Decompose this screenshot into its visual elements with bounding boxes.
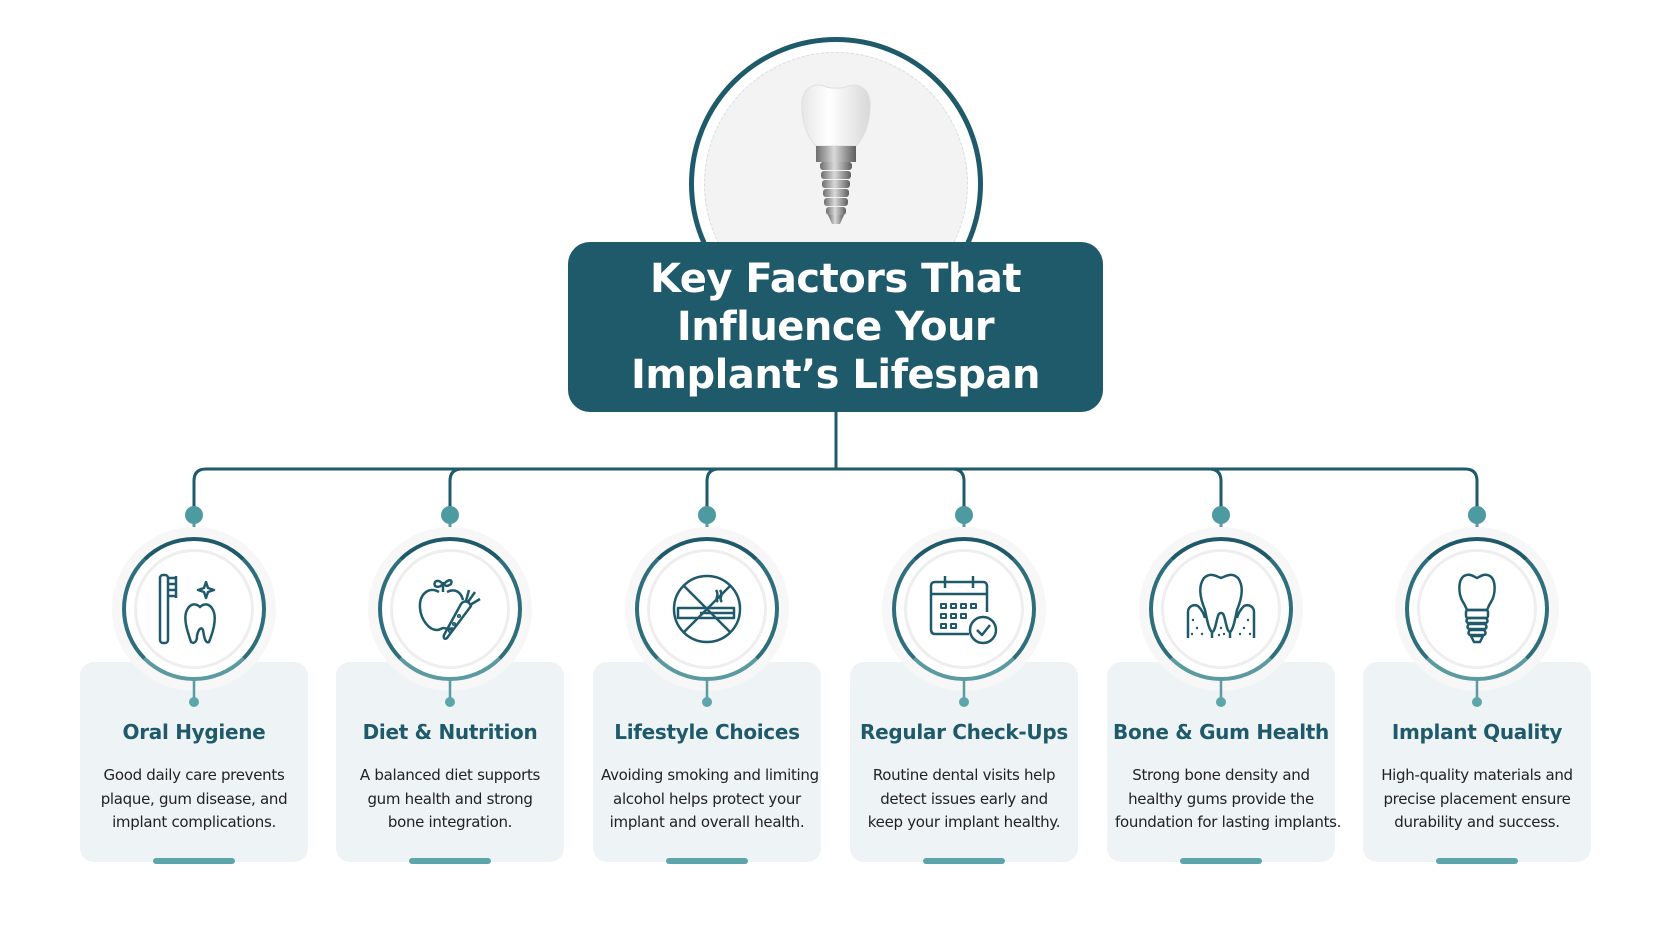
- title-line-3: Implant’s Lifespan: [630, 352, 1041, 398]
- card-accent-bar: [666, 858, 748, 864]
- icon-circle-regular-checkups: [892, 537, 1036, 681]
- icon-circle-oral-hygiene: [122, 537, 266, 681]
- card-accent-bar: [153, 858, 235, 864]
- no-smoking-icon: [672, 574, 742, 644]
- tooth-bone-icon: [1186, 573, 1256, 638]
- title-line-2: Influence Your: [676, 304, 995, 350]
- card-accent-bar: [1436, 858, 1518, 864]
- icon-circle-implant-quality: [1405, 537, 1549, 681]
- toothbrush-tooth-icon: [158, 573, 216, 645]
- calendar-check-icon: [929, 576, 998, 645]
- card-accent-bar: [923, 858, 1005, 864]
- factor-title: Lifestyle Choices: [614, 720, 800, 744]
- factor-title: Diet & Nutrition: [362, 720, 538, 744]
- card-accent-bar: [409, 858, 491, 864]
- icon-circle-bone-gum-health: [1149, 537, 1293, 681]
- implant-icon: [1458, 573, 1496, 644]
- factor-title: Implant Quality: [1391, 720, 1563, 744]
- apple-carrot-icon: [418, 579, 481, 641]
- icon-circle-lifestyle-choices: [635, 537, 779, 681]
- title-line-1: Key Factors That: [649, 256, 1022, 302]
- page-title: Key Factors That Influence Your Implant’…: [568, 242, 1103, 412]
- card-accent-bar: [1180, 858, 1262, 864]
- icon-circle-diet-nutrition: [378, 537, 522, 681]
- factor-title: Bone & Gum Health: [1113, 720, 1329, 744]
- dental-implant-illustration: [801, 84, 871, 224]
- factor-title: Oral Hygiene: [122, 720, 266, 744]
- factor-title: Regular Check-Ups: [860, 720, 1068, 744]
